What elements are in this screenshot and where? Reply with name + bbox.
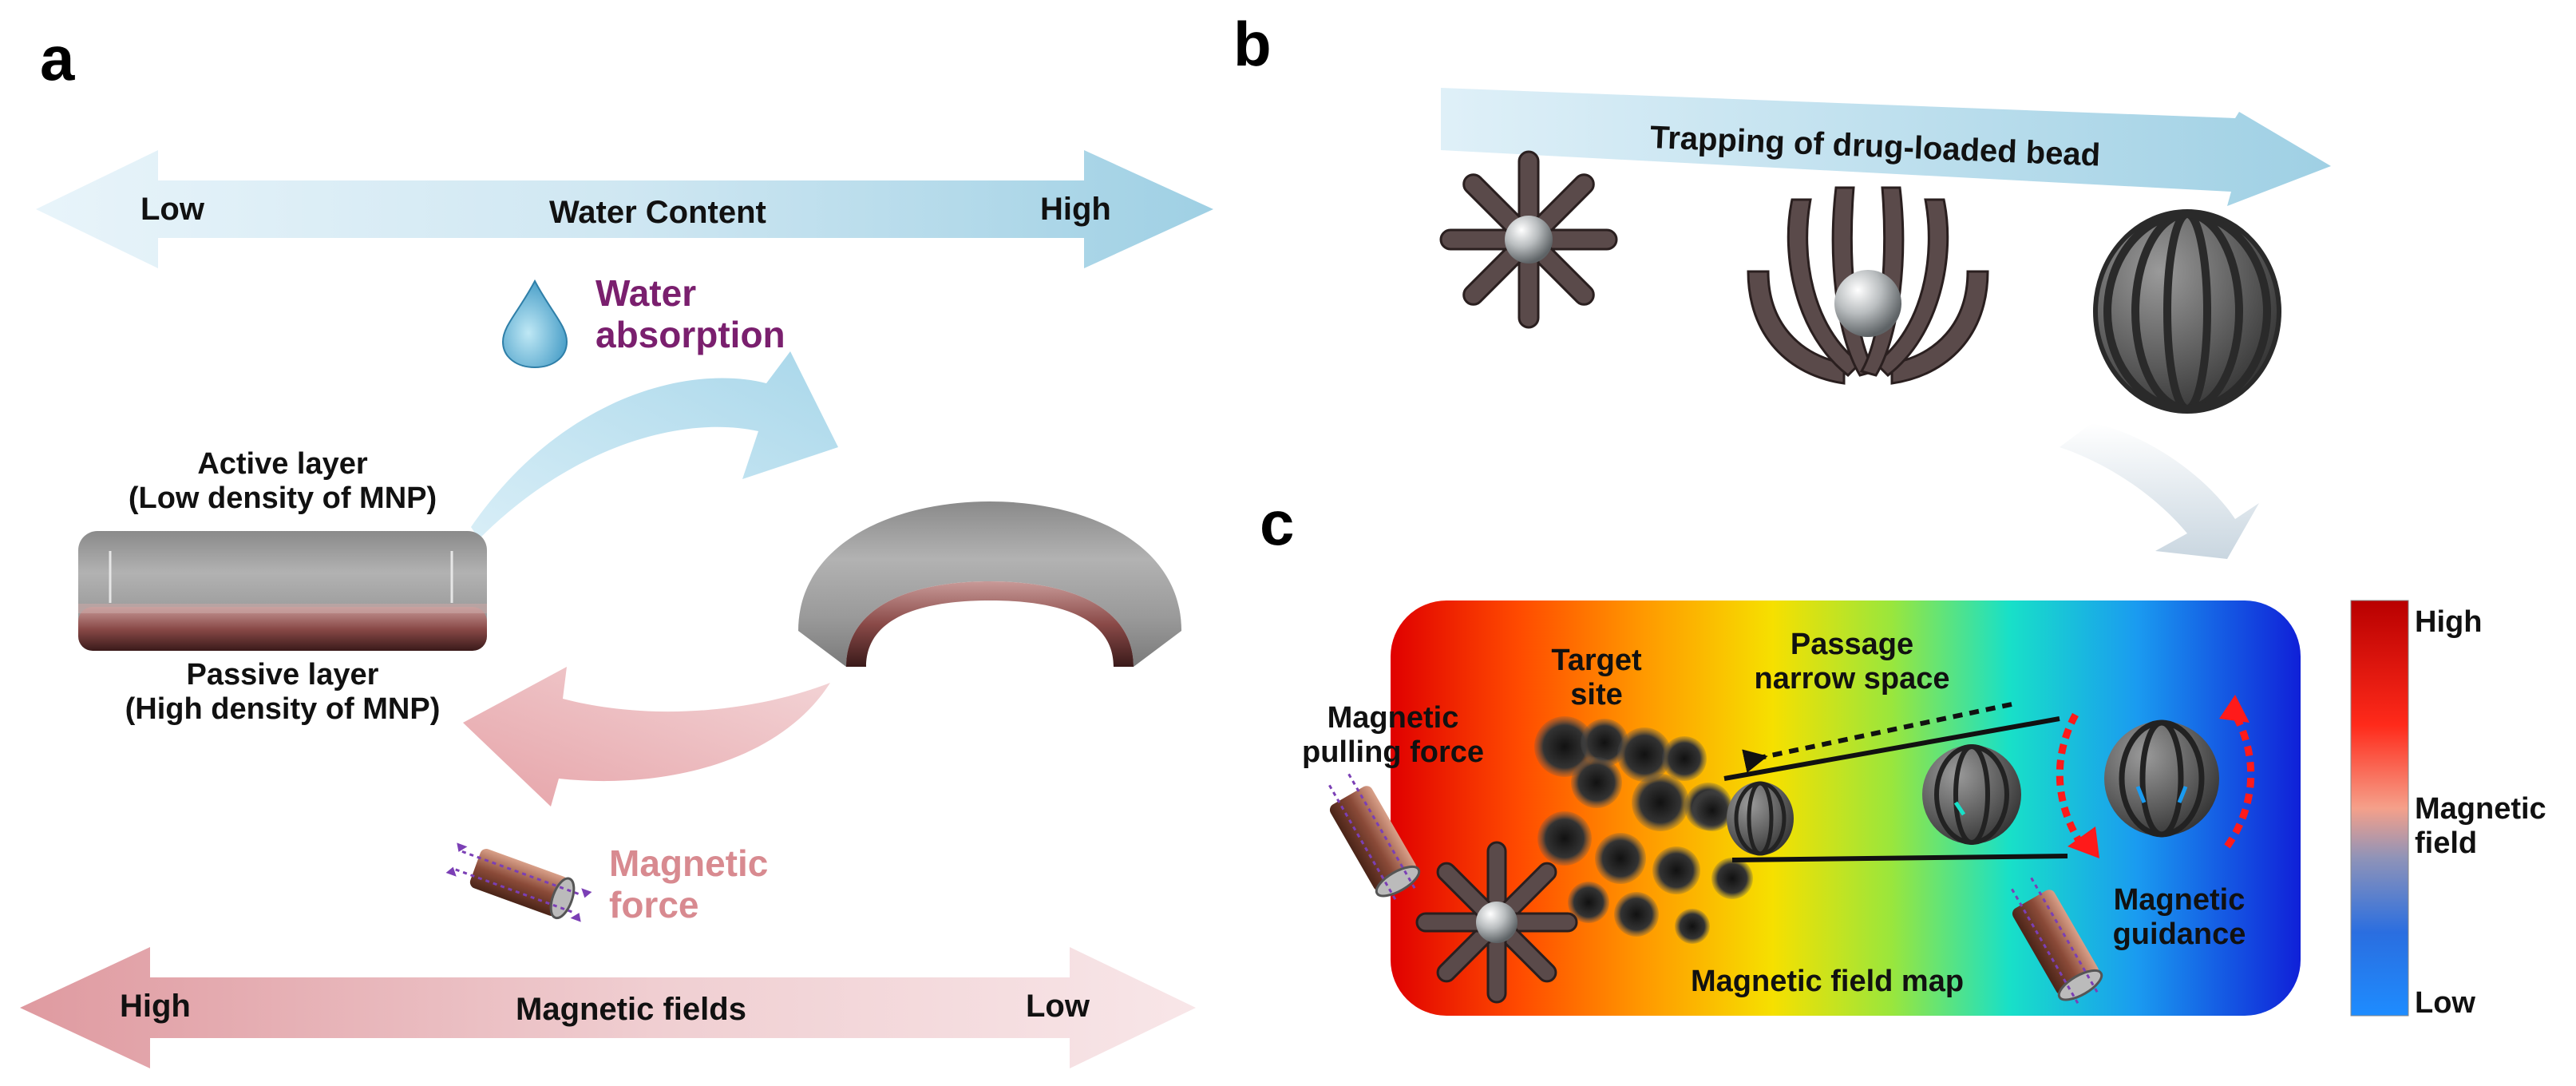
colorbar-high-label: High — [2415, 605, 2483, 639]
guidance-line2: guidance — [2112, 917, 2246, 951]
panel-b-label: b — [1233, 9, 1272, 79]
water-low-label: Low — [140, 192, 204, 227]
magnetic-low-label: Low — [1026, 989, 1090, 1024]
target-site-line2: site — [1570, 677, 1623, 711]
active-layer-line2: (Low density of MNP) — [128, 481, 437, 515]
flat-bilayer-slab — [78, 531, 487, 651]
closed-cage — [2093, 209, 2281, 414]
open-gripper — [1439, 150, 1618, 329]
absorption-curve-arrow — [471, 351, 838, 539]
water-absorption-line1: Water — [596, 272, 697, 314]
magnetic-force-label: Magnetic force — [609, 842, 769, 925]
colorbar-title: Magnetic field — [2415, 792, 2546, 860]
trapping-arrow — [1441, 88, 2331, 206]
passive-layer-label: Passive layer (High density of MNP) — [91, 658, 474, 726]
rotation-arrow-left — [2056, 712, 2087, 850]
guidance-line1: Magnetic — [2113, 883, 2246, 917]
pulling-magnet-icon — [1328, 773, 1421, 904]
water-high-label: High — [1040, 192, 1111, 227]
guidance-magnet-icon — [2011, 877, 2103, 1008]
bent-arch — [798, 501, 1181, 667]
passive-layer-line1: Passive layer — [186, 658, 379, 692]
active-layer-line1: Active layer — [197, 447, 368, 481]
magnetic-high-label: High — [120, 989, 191, 1024]
rotation-arrow-right-head — [2219, 695, 2250, 723]
channel-top-line — [1723, 716, 2060, 781]
water-content-arrow — [36, 150, 1213, 268]
colorbar-low-label: Low — [2415, 986, 2475, 1020]
water-drop-icon — [501, 279, 568, 369]
magnetic-curve-arrow — [463, 667, 830, 807]
magnet-icon — [445, 842, 592, 922]
water-content-label: Water Content — [549, 195, 766, 230]
panel-c-label: c — [1260, 488, 1295, 558]
pulling-force-line2: pulling force — [1302, 735, 1484, 769]
passage-label: Passage narrow space — [1732, 628, 1972, 696]
guided-cage — [2104, 719, 2219, 838]
magnetic-force-line2: force — [609, 883, 699, 925]
magnetic-fields-label: Magnetic fields — [516, 992, 746, 1027]
pulling-force-line1: Magnetic — [1327, 701, 1459, 735]
rotation-arrow-left-head — [2068, 826, 2099, 858]
passage-line1: Passage — [1790, 628, 1914, 661]
channel-bottom-line — [1731, 854, 2068, 862]
field-map-label: Magnetic field map — [1691, 965, 1965, 998]
water-absorption-label: Water absorption — [596, 272, 785, 355]
star-gripper — [1415, 841, 1578, 1004]
pulling-force-label: Magnetic pulling force — [1293, 701, 1493, 769]
target-site-label: Target site — [1537, 644, 1656, 711]
medium-cage — [1922, 744, 2021, 845]
active-layer-label: Active layer (Low density of MNP) — [91, 447, 474, 515]
target-site-line1: Target — [1551, 644, 1642, 677]
passage-line2: narrow space — [1754, 661, 1950, 696]
passive-layer-line2: (High density of MNP) — [125, 692, 441, 726]
rotation-arrow-right — [2224, 712, 2255, 849]
guidance-label: Magnetic guidance — [2095, 883, 2263, 951]
panel-a-label: a — [40, 23, 75, 93]
magnetic-fields-arrow — [20, 947, 1196, 1068]
colorbar — [2350, 600, 2409, 1017]
magnetic-force-line1: Magnetic — [609, 842, 769, 884]
colorbar-title-line1: Magnetic — [2415, 792, 2546, 826]
target-site-cells — [1534, 716, 1753, 944]
water-absorption-line2: absorption — [596, 313, 785, 355]
colorbar-title-line2: field — [2415, 826, 2478, 860]
white-swoosh-arrow — [2060, 423, 2259, 559]
small-cage — [1727, 781, 1794, 856]
half-closed-gripper — [1747, 186, 1989, 385]
